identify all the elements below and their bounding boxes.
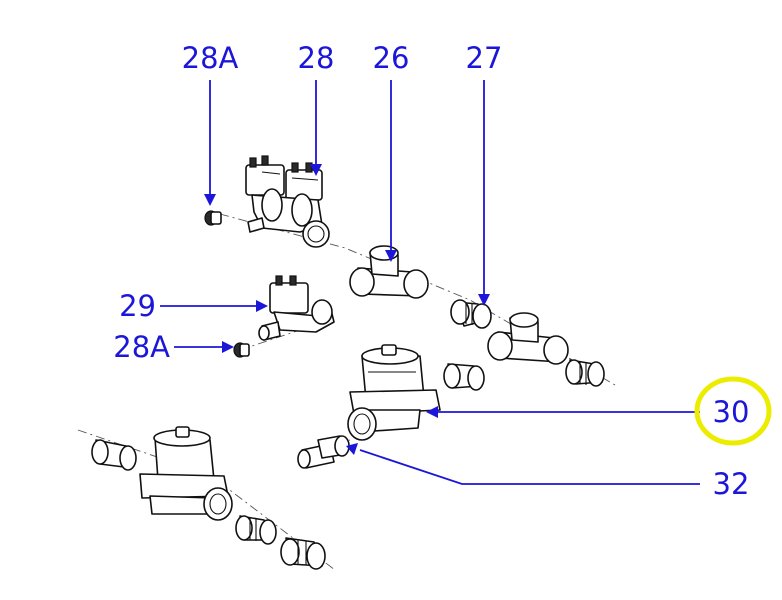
arrowhead-29: [256, 300, 268, 312]
highlight-circle-30: [694, 376, 772, 446]
part-lower-left-nipple: [91, 439, 137, 471]
part-30-solenoid-valve: [347, 344, 441, 441]
arrowhead-28a-left: [222, 341, 234, 353]
arrowhead-27: [478, 294, 490, 306]
callout-27: 27: [466, 41, 503, 75]
part-lower-solenoid-valve: [139, 426, 233, 521]
arrowhead-30: [426, 406, 438, 418]
part-nipple-near-30: [443, 363, 485, 391]
arrowhead-32: [346, 443, 358, 455]
callout-32: 32: [713, 467, 750, 501]
part-lower-right-nipple-b: [280, 537, 326, 570]
part-lower-right-nipple-a: [235, 515, 277, 545]
arrowhead-28a-top: [204, 194, 216, 206]
callout-28a-left: 28A: [113, 330, 170, 364]
part-29-single-solenoid-valve: [258, 275, 335, 341]
arrowhead-26: [385, 250, 397, 262]
part-second-tee-fitting: [487, 312, 569, 365]
callout-leaders: [160, 80, 700, 485]
part-32-hose-barb-fitting: [297, 435, 350, 469]
part-28a-left-filter: [233, 342, 250, 358]
leader-32: [359, 449, 700, 485]
part-28-dual-solenoid-valve: [245, 155, 330, 248]
assembly-centerlines: [77, 213, 616, 571]
callout-26: 26: [373, 41, 410, 75]
part-28a-top-filter: [204, 210, 222, 226]
callout-29: 29: [119, 289, 156, 323]
arrowhead-28: [310, 164, 322, 176]
centerline-middle: [239, 329, 301, 351]
callout-28: 28: [298, 41, 335, 75]
part-right-nipple: [565, 359, 605, 387]
callout-28a-top: 28A: [182, 41, 239, 75]
part-27-nipple-fitting: [450, 299, 492, 329]
callout-30: 30: [713, 395, 750, 429]
callout-labels: 28A 28 26 27 29 28A 30 32: [113, 41, 749, 501]
